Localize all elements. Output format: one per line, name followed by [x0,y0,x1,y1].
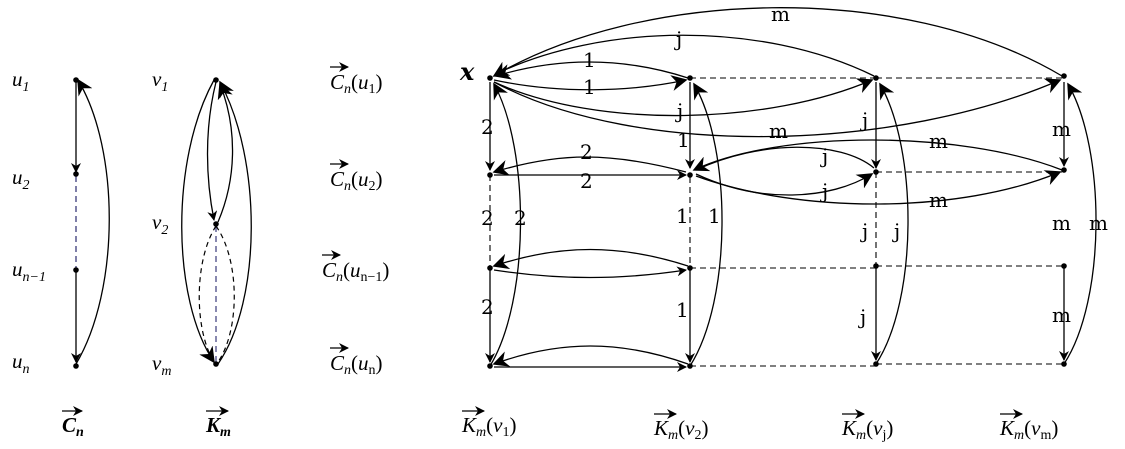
row-labels: Cn(u1) Cn(u2) Cn(un−1) Cn(un) [322,62,389,378]
km-vertex-label-vm: vm [152,351,171,379]
edge-x-to-v2 [493,75,688,91]
column-label-3: Km(vj) [841,409,893,443]
km-edge-v2-v1 [217,82,234,223]
column-label-1: Km(v1) [461,406,516,440]
cn-vertex-label-u2: u2 [12,165,30,193]
svg-text:Cn(u1): Cn(u1) [330,70,383,97]
edge-labels: m j 1 1 j 1 m j m m j 2 2 j m 2 2 2 2 1 … [481,2,1108,329]
cn-vertex-label-u1: u1 [12,67,30,95]
edge-label: m [771,2,790,26]
row4-edge-v2-v1 [492,345,689,367]
km-vertex [213,221,219,227]
edge-label: j [892,219,900,243]
cycle-graph-cn: u1 u2 un−1 un Cn [12,67,110,440]
edge-label: j [820,179,828,203]
edge-label: 2 [481,206,494,230]
edge-x-to-vj [493,78,874,117]
svg-text:Cn(u2): Cn(u2) [330,167,383,194]
edge-label: j [675,99,683,123]
km-vertex [213,77,219,83]
edge-label: 1 [676,204,689,228]
svg-text:Cn(un−1): Cn(un−1) [322,258,389,285]
cn-vertex-label-un-1: un−1 [12,257,46,285]
edge-x-to-vm [493,78,1062,138]
svg-text:Cn(un): Cn(un) [330,351,383,378]
row-label-1: Cn(u1) [330,62,383,97]
km-vertex-label-v1: v1 [152,67,168,95]
edge-label: j [674,27,682,51]
edge-label: 1 [583,75,596,99]
km-edge-vm-v1 [217,80,252,365]
cn-vertex [73,77,79,83]
cn-vertex [73,171,79,177]
km-edge-dashed-right [215,225,235,363]
svg-text:Km(vj): Km(vj) [841,416,893,443]
km-edge-dashed-left [198,225,217,363]
km-edge-v1-vm [181,79,215,364]
column-label-2: Km(v2) [653,409,708,443]
cn-vertex [73,363,79,369]
km-caption: Km [205,413,231,440]
row2-edge-v2-vm [695,170,1062,205]
column-labels: Km(v1) Km(v2) Km(vj) Km(vm) [461,406,1058,443]
edge-label: 2 [481,115,494,139]
edge-label: 2 [580,140,593,164]
edge-label: j [858,305,866,329]
col2-edge-back [689,82,723,367]
edge-label: j [820,144,828,168]
col3-edge-back [875,82,909,365]
cn-caption: Cn [62,413,84,440]
row-label-3: Cn(un−1) [322,250,389,285]
edge-label: j [860,219,868,243]
col4-edge-back [1063,82,1097,365]
edge-label: j [860,108,868,132]
edge-label: 2 [514,206,527,230]
edge-label: m [1052,303,1071,327]
cn-vertex [73,267,79,273]
cn-vertex-label-un: un [12,349,30,377]
km-vertex [213,361,219,367]
edge-vm-to-x-top [492,7,1063,77]
row-label-4: Cn(un) [330,343,383,378]
edge-label: m [1052,117,1071,141]
edge-label: 2 [481,295,494,319]
row3-edge-v1-v2 [493,266,687,279]
complete-graph-km: v1 v2 vm Km [152,67,252,440]
column-label-4: Km(vm) [999,409,1058,443]
km-edge-v1-v2 [206,81,218,221]
product-vertices [487,73,1067,369]
km-vertex-label-v2: v2 [152,210,168,238]
grid-dashed-lines [489,77,1064,367]
row2-edge-v2-v1 [492,156,687,176]
edge-label: m [929,129,948,153]
edge-label: m [769,119,788,143]
edge-label: m [1089,211,1108,235]
svg-text:Km(vm): Km(vm) [999,416,1058,443]
cn-edge-un-u1 [75,78,110,365]
row-label-2: Cn(u2) [330,159,383,194]
edge-label: 2 [580,169,593,193]
edge-label: 1 [677,128,690,152]
col1-edge-back [489,82,522,367]
edge-label: 1 [708,204,721,228]
edge-label: 1 [583,48,596,72]
svg-text:Km(v1): Km(v1) [461,413,516,440]
edge-label: m [929,188,948,212]
edge-label: 1 [676,298,689,322]
root-vertex-label: x [459,57,475,86]
edge-vj-to-x [495,34,875,77]
product-graph: x [459,2,1108,372]
row3-edge-v2-v1 [492,248,689,270]
svg-text:Km(v2): Km(v2) [653,416,708,443]
edge-label: m [1052,211,1071,235]
row2-edge-vm-v2 [692,139,1063,172]
row2-edge-vj-v2 [695,146,875,171]
edge-v2-to-x [494,61,689,80]
